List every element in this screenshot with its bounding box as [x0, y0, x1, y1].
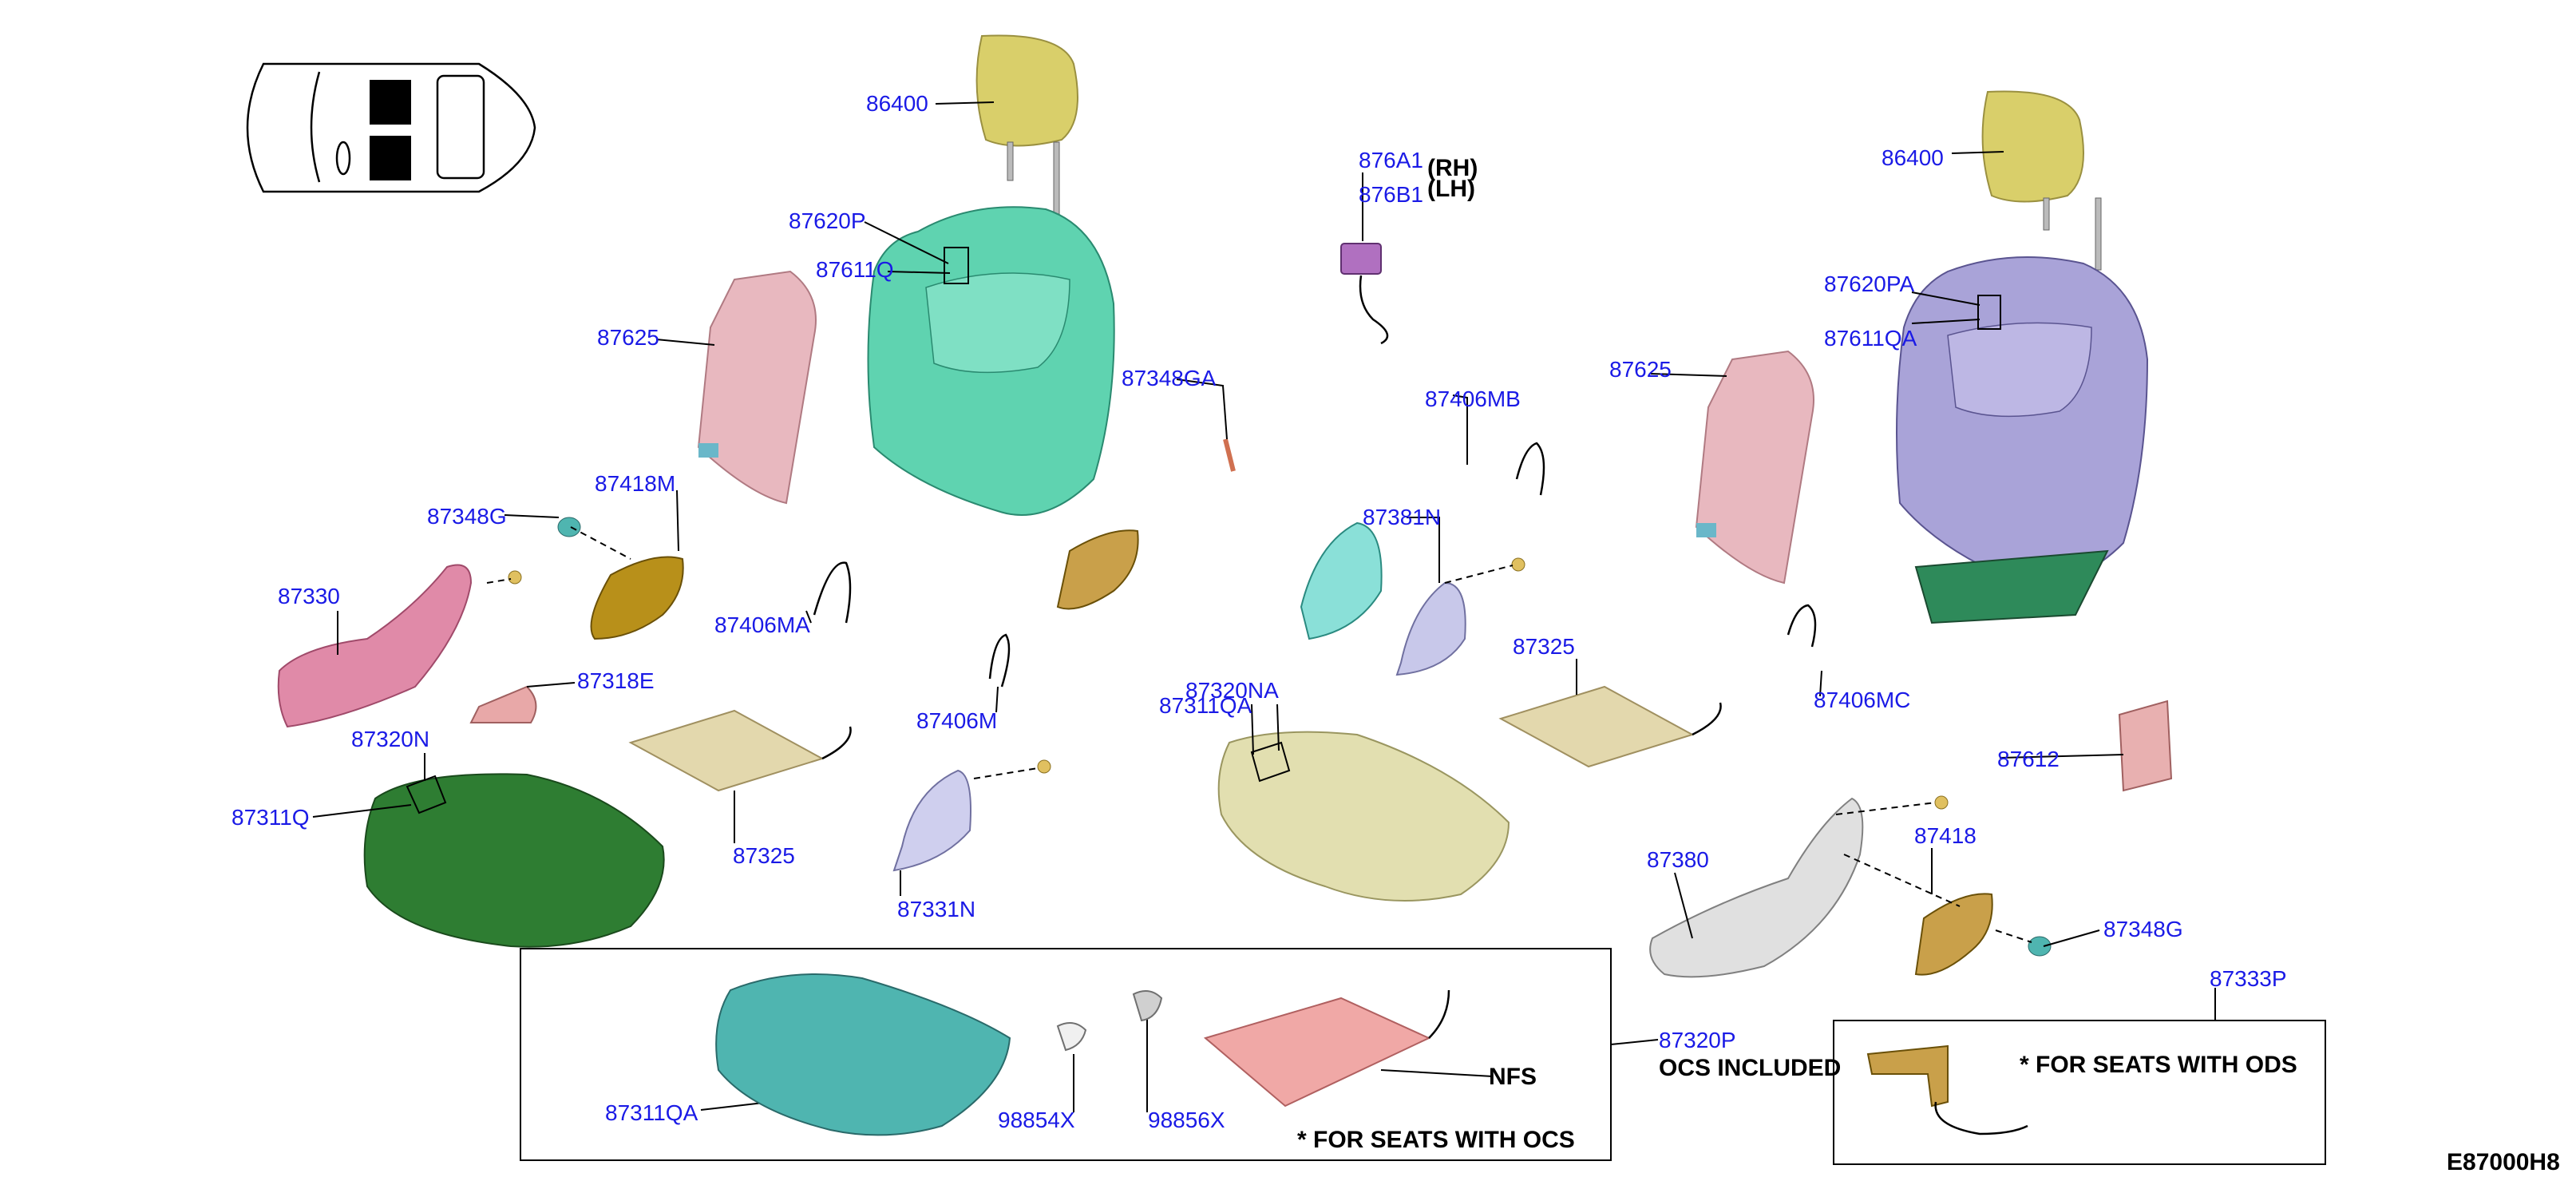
cushion-87311Q — [363, 773, 665, 948]
wire-87406M — [988, 633, 1011, 688]
label-87611QA: 87611QA — [1824, 326, 1917, 351]
note-nfs: NFS — [1489, 1064, 1537, 1090]
label-87311Q: 87311Q — [231, 805, 310, 830]
label-87311QA: 87311QA — [605, 1100, 698, 1125]
label-86400: 86400 — [866, 91, 928, 116]
screw-icon — [508, 570, 522, 585]
cover-87418 — [1914, 893, 1993, 976]
label-87325: 87325 — [1513, 634, 1575, 659]
module-876A1 — [1340, 243, 1389, 345]
part-98856X — [1132, 990, 1163, 1022]
label-87406M: 87406M — [916, 708, 997, 733]
clip-87348G-left — [557, 517, 581, 537]
label-rh: (RH) — [1427, 155, 1478, 181]
label-87348G: 87348G — [2103, 917, 2183, 941]
note-for-seats-ocs: * FOR SEATS WITH OCS — [1297, 1127, 1575, 1153]
label-87331N: 87331N — [897, 897, 975, 921]
label-87320NA: 87320NA — [1185, 678, 1279, 703]
label-87406MA: 87406MA — [714, 612, 810, 637]
label-87318E: 87318E — [577, 668, 655, 693]
label-87611Q: 87611Q — [816, 257, 894, 282]
ods-box — [1833, 1020, 2326, 1165]
cover-seatback-small — [1056, 529, 1139, 610]
part-87612 — [2118, 700, 2173, 792]
cushion-87311QA-box — [715, 973, 1011, 1136]
seatback-left — [867, 206, 1115, 516]
wire-87406MB — [1515, 442, 1545, 496]
finisher-87380 — [1649, 797, 1864, 978]
seatback-pad-left — [697, 270, 817, 505]
headrest-left — [975, 34, 1078, 215]
label-86400: 86400 — [1882, 145, 1944, 170]
label-lh: (LH) — [1427, 176, 1475, 202]
label-98854X: 98854X — [998, 1108, 1075, 1132]
leader-lines — [312, 101, 2216, 1112]
finisher-87381N — [1395, 581, 1466, 676]
diagram-id: E87000H8 — [2447, 1149, 2560, 1175]
screw-icon — [1037, 759, 1051, 774]
note-ocs-included: OCS INCLUDED — [1659, 1055, 1841, 1081]
label-87612: 87612 — [1997, 747, 2060, 771]
note-for-seats-ods: * FOR SEATS WITH ODS — [2020, 1052, 2297, 1078]
label-98856X: 98856X — [1148, 1108, 1225, 1132]
finisher-87330 — [277, 564, 473, 728]
finisher-87331N — [892, 769, 971, 872]
label-876B1: 876B1 — [1359, 182, 1423, 207]
part-98854X — [1056, 1022, 1087, 1052]
finisher-87381N-teal — [1300, 521, 1383, 640]
mat-87325-right — [1498, 685, 1722, 768]
label-87311QA: 87311QA — [1159, 693, 1252, 718]
label-87620P: 87620P — [789, 208, 866, 233]
mat-nfs — [1203, 989, 1450, 1108]
wire-87406MC — [1787, 604, 1817, 648]
label-87381N: 87381N — [1363, 505, 1441, 529]
label-87325: 87325 — [733, 843, 795, 868]
label-87380: 87380 — [1647, 847, 1709, 872]
ocs-box — [520, 948, 1612, 1161]
label-87406MC: 87406MC — [1814, 688, 1910, 712]
label-87620PA: 87620PA — [1824, 271, 1914, 296]
wire-87406MA — [813, 561, 852, 624]
label-87348GA: 87348GA — [1122, 366, 1217, 390]
label-87330: 87330 — [278, 584, 340, 608]
label-87406MB: 87406MB — [1425, 386, 1521, 411]
part-87318E — [469, 685, 537, 723]
vehicle-locator — [246, 62, 536, 193]
screw-icon — [1511, 557, 1525, 572]
label-87320N: 87320N — [351, 727, 429, 751]
label-87418: 87418 — [1914, 823, 1977, 848]
ods-sensor-87333P — [1866, 1044, 2028, 1135]
rear-seat-marker — [370, 136, 411, 180]
label-87333P: 87333P — [2210, 966, 2287, 991]
label-87418M: 87418M — [595, 471, 675, 496]
label-87625: 87625 — [1609, 357, 1672, 382]
label-87320P: 87320P — [1659, 1028, 1736, 1052]
label-876A1: 876A1 — [1359, 148, 1423, 172]
clip-87348G-right — [2028, 936, 2052, 957]
pin-87348GA — [1223, 438, 1236, 472]
label-87348G: 87348G — [427, 504, 507, 529]
front-seat-marker — [370, 80, 411, 125]
seatback-pad-right — [1695, 350, 1814, 585]
headrest-right — [1981, 90, 2102, 271]
label-87625: 87625 — [597, 325, 659, 350]
seatback-right — [1896, 256, 2149, 624]
cushion-87320NA — [1217, 731, 1510, 902]
mat-87325-left — [628, 709, 852, 792]
screw-icon — [1934, 795, 1949, 810]
cover-87418M — [590, 556, 684, 640]
